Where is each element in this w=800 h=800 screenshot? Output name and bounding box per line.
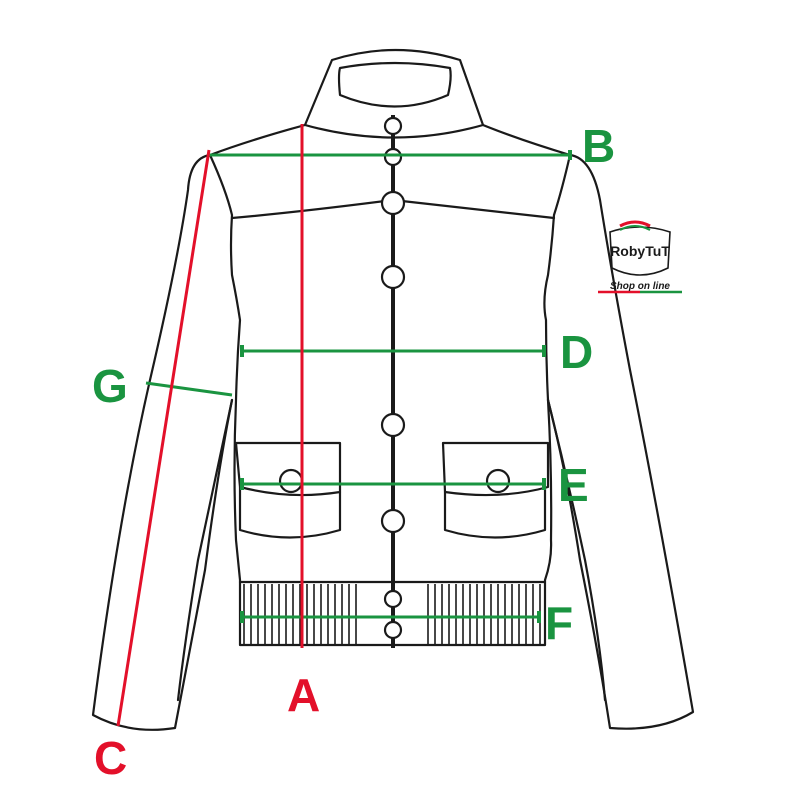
collar-inner [337,61,452,108]
label-d: D [560,326,594,378]
button [380,264,406,290]
logo-brand-text: RobyTuT [610,243,670,259]
left-sleeve-inner-seam [176,398,234,702]
measure-line-c [116,149,211,727]
measure-line-g-pointer [145,381,233,397]
right-pocket-button [485,468,511,494]
logo-shield [609,226,671,276]
button [383,589,403,609]
label-f: F [545,597,574,649]
measure-tick [240,611,244,623]
measure-tick [240,478,244,490]
right-pocket-flap [441,441,550,497]
button [380,190,406,216]
label-g: G [92,360,128,412]
hem-ribbing [243,584,541,644]
button [380,508,406,534]
measure-tick [537,611,541,623]
button [383,116,403,136]
measure-tick [240,345,244,357]
right-pocket-bag [443,485,547,539]
measure-tick [542,345,546,357]
logo-flag-red [619,220,651,228]
left-pocket-button [278,468,304,494]
label-a: A [287,669,321,721]
measure-tick [542,478,546,490]
brand-logo: RobyTuT Shop on line [598,220,682,294]
measure-tick [568,150,572,160]
label-c: C [94,732,128,784]
button [383,620,403,640]
button [383,147,403,167]
logo-tagline-text: Shop on line [610,281,670,292]
label-e: E [558,459,589,511]
right-sleeve-outline [546,153,695,730]
left-pocket-bag [238,485,342,539]
right-sleeve-inner-seam [546,398,607,702]
logo-flag-green [619,225,651,231]
button [380,412,406,438]
left-sleeve-outline [91,153,234,731]
label-b: B [582,120,616,172]
jacket-body-outline [208,123,572,647]
